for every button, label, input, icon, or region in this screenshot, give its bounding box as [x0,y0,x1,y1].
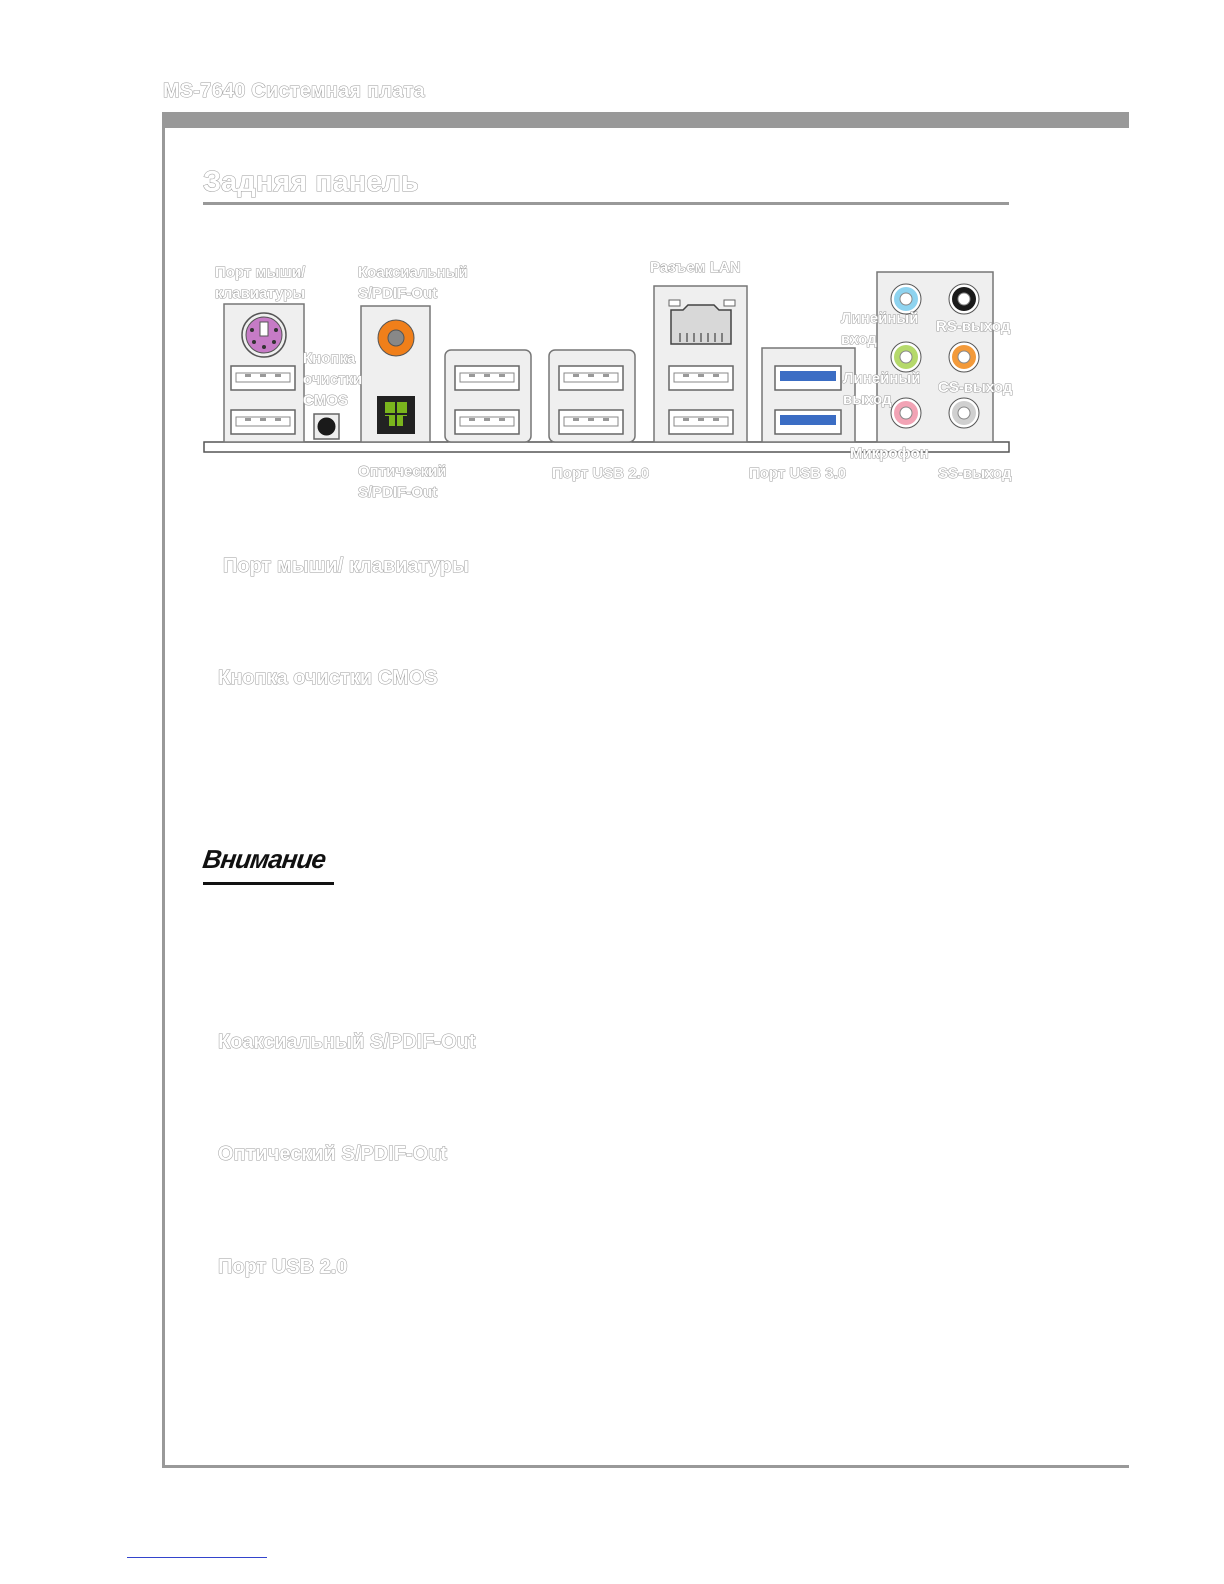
label-ss-out: SS-выход [938,465,1012,483]
attention-heading: Внимание [200,844,328,874]
label-mouse-keyboard: Порт мыши/ клавиатуры [214,262,306,304]
label-usb20: Порт USB 2.0 [551,465,650,483]
label-line: S/PDIF-Out [357,484,438,502]
label-optical: Оптический S/PDIF-Out [357,461,447,503]
label-line: очистки [302,371,363,389]
usb30-port-2 [774,409,842,435]
label-line: Линейный [842,370,921,388]
label-line: Кнопка [302,350,356,368]
page-title: Задняя панель [203,166,420,199]
label-line: клавиатуры [214,285,306,303]
section-optical: Оптический S/PDIF-Out [217,1143,448,1166]
label-line: CMOS [302,392,348,410]
title-underline [203,202,1009,205]
section-clear-cmos: Кнопка очистки CMOS [218,667,439,690]
label-rs-out: RS-выход [935,318,1011,336]
back-panel-diagram [203,271,1010,453]
clear-cmos-button [317,417,336,436]
usb30-port-1 [774,365,842,391]
label-line: выход [842,391,892,409]
label-mic: Микрофон [850,445,930,463]
label-line-out: Линейный выход [842,368,921,410]
section-mouse-keyboard: Порт мыши/ клавиатуры [222,555,470,578]
audio-jacks [890,283,980,429]
left-margin-rule [162,112,165,1468]
label-line: Линейный [840,310,919,328]
attention-underline [203,882,334,885]
label-line: вход [840,331,877,349]
header-bar [163,112,1129,128]
footer-link-underline[interactable] [127,1557,267,1558]
label-line: Порт мыши/ [214,264,306,282]
lan-port [670,304,732,345]
label-usb30: Порт USB 3.0 [748,465,847,483]
label-line: Оптический [357,463,447,481]
label-lan: Разъем LAN [650,259,742,277]
label-line-in: Линейный вход [840,308,919,350]
bottom-rule [162,1465,1129,1468]
label-clear-cmos: Кнопка очистки CMOS [302,348,363,411]
label-coaxial: Коаксиальный S/PDIF-Out [358,262,469,304]
label-line: Коаксиальный [358,264,469,282]
label-cs-out: CS-выход [937,379,1013,397]
page-header: MS-7640 Системная плата [163,80,426,103]
section-coaxial: Коаксиальный S/PDIF-Out [217,1031,476,1054]
section-usb20: Порт USB 2.0 [217,1256,348,1279]
label-line: S/PDIF-Out [358,285,438,303]
